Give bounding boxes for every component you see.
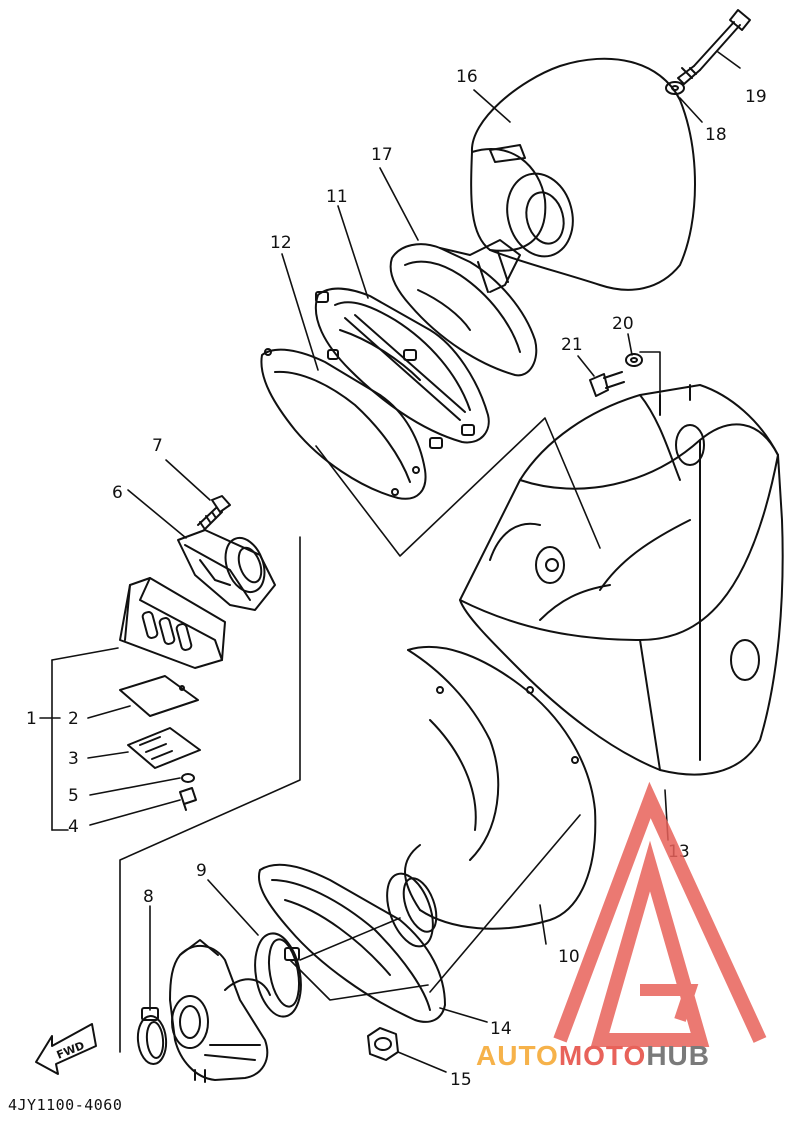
air-filter-element [470, 57, 696, 291]
callout-21: 21 [561, 335, 583, 355]
callout-10: 10 [558, 947, 580, 967]
gasket-part-12 [260, 348, 427, 500]
bolt-part-19 [677, 9, 751, 85]
washer-part-5 [181, 773, 195, 783]
carburetor [169, 939, 271, 1083]
callout-15: 15 [450, 1070, 472, 1090]
watermark-hub: HUB [646, 1040, 710, 1071]
callout-2: 2 [68, 709, 79, 729]
watermark-text: AUTOMOTOHUB [476, 1040, 710, 1072]
callout-9: 9 [196, 861, 207, 881]
joint-plate-part-14 [257, 863, 446, 1023]
callout-16: 16 [456, 67, 478, 87]
callout-11: 11 [326, 187, 348, 207]
callout-17: 17 [371, 145, 393, 165]
callout-6: 6 [112, 483, 123, 503]
intake-boot-part-10 [386, 646, 597, 948]
fwd-arrow-icon [35, 1023, 97, 1075]
bolt-part-7 [197, 495, 231, 531]
stopper-plate-part-2 [119, 675, 199, 717]
callout-18: 18 [705, 125, 727, 145]
reed-part-3 [127, 727, 201, 769]
watermark-auto: AUTO [476, 1040, 559, 1071]
callout-8: 8 [143, 887, 154, 907]
callout-7: 7 [152, 436, 163, 456]
clamp-part-8 [136, 1007, 168, 1065]
callout-14: 14 [490, 1019, 512, 1039]
callout-5: 5 [68, 786, 79, 806]
callout-3: 3 [68, 749, 79, 769]
diagram-code: 4JY1100-4060 [8, 1096, 123, 1114]
screw-part-4 [179, 787, 197, 811]
watermark-moto: MOTO [558, 1040, 647, 1071]
nut-part-15 [367, 1027, 399, 1061]
watermark-logo [553, 781, 767, 1047]
callout-4: 4 [68, 817, 79, 837]
washer-part-18 [665, 81, 685, 95]
callout-numbers: 16 19 18 17 11 12 20 21 7 6 1 2 3 5 4 13… [26, 67, 767, 1090]
intake-manifold-part-6 [177, 529, 276, 611]
hose-clamp-part-9 [254, 932, 302, 1018]
washer-part-20 [625, 353, 643, 367]
leader-lines [39, 51, 741, 1073]
callout-12: 12 [270, 233, 292, 253]
air-filter-case-part-13 [459, 384, 784, 776]
filter-holder-part-11 [314, 287, 490, 449]
callout-1: 1 [26, 709, 37, 729]
callout-19: 19 [745, 87, 767, 107]
filter-guide-part-17 [389, 239, 538, 377]
callout-20: 20 [612, 314, 634, 334]
reed-valve-assembly-part-1 [119, 577, 226, 669]
bolt-part-21 [589, 371, 625, 397]
